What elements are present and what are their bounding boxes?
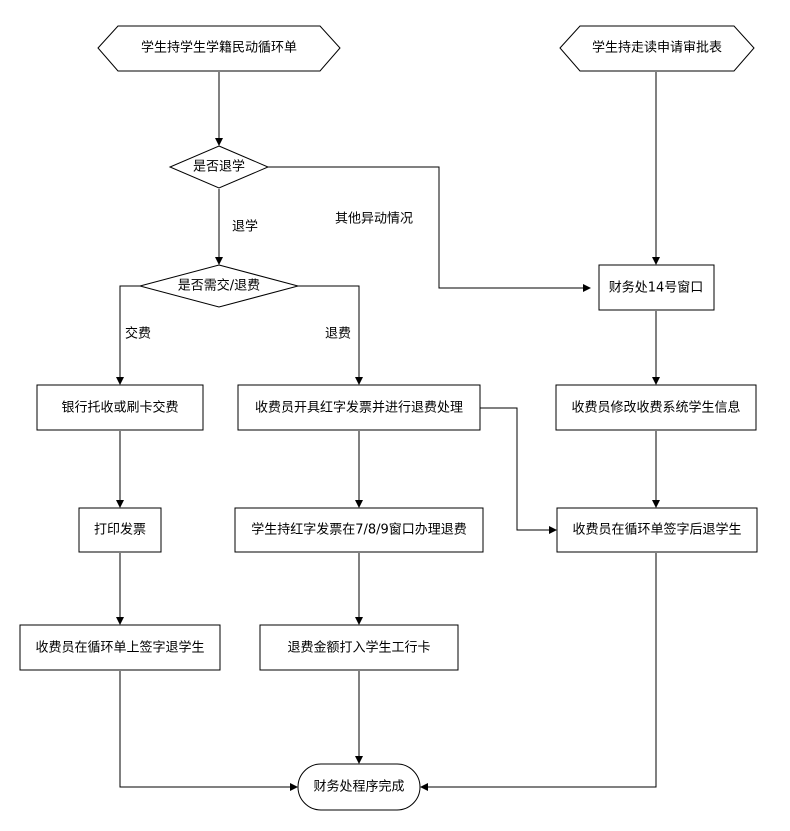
edge-pay-branch	[116, 285, 140, 385]
edge-label-other-changes: 其他异动情况	[335, 212, 413, 227]
edge-sign-form-to-end	[119, 671, 298, 791]
node-bank-payment: 银行托收或刷卡交费	[36, 384, 204, 431]
node-end: 财务处程序完成	[297, 763, 421, 811]
red-invoice-window-label: 学生持红字发票在7/8/9窗口办理退费	[251, 522, 467, 538]
edge-red-invoice-to-sign	[480, 407, 557, 534]
node-refund-to-card: 退费金额打入学生工行卡	[259, 624, 459, 671]
node-sign-after-withdraw: 收费员在循环单签字后退学生	[556, 507, 758, 553]
print-invoice-label: 打印发票	[94, 522, 146, 538]
node-red-invoice: 收费员开具红字发票并进行退费处理	[237, 384, 481, 431]
start-right-label: 学生持走读申请审批表	[592, 40, 722, 56]
start-left-label: 学生持学生学籍民动循环单	[141, 40, 297, 56]
node-sign-on-form: 收费员在循环单上签字退学生	[19, 624, 221, 671]
refund-to-card-label: 退费金额打入学生工行卡	[287, 640, 430, 656]
edge-label-pay: 交费	[125, 326, 151, 342]
edge-label-refund: 退费	[325, 327, 351, 342]
node-decision-pay-refund: 是否需交/退费	[138, 264, 300, 308]
window-14-label: 财务处14号窗口	[609, 280, 704, 296]
node-decision-withdraw: 是否退学	[168, 145, 270, 189]
node-window-14: 财务处14号窗口	[598, 264, 715, 311]
sign-after-withdraw-label: 收费员在循环单签字后退学生	[572, 522, 741, 538]
modify-info-label: 收费员修改收费系统学生信息	[571, 400, 740, 416]
sign-on-form-label: 收费员在循环单上签字退学生	[35, 640, 204, 656]
edge-sign-after-to-end	[420, 553, 657, 791]
edge-label-withdraw: 退学	[232, 219, 258, 235]
bank-payment-label: 银行托收或刷卡交费	[61, 400, 178, 416]
decision-pay-refund-label: 是否需交/退费	[178, 278, 260, 294]
edge-other-changes-to-window14	[268, 166, 591, 292]
node-start-left: 学生持学生学籍民动循环单	[97, 25, 341, 72]
decision-withdraw-label: 是否退学	[193, 159, 245, 175]
node-red-invoice-window: 学生持红字发票在7/8/9窗口办理退费	[234, 507, 484, 553]
node-start-right: 学生持走读申请审批表	[559, 25, 755, 72]
node-modify-info: 收费员修改收费系统学生信息	[555, 384, 757, 431]
red-invoice-label: 收费员开具红字发票并进行退费处理	[255, 400, 463, 416]
end-label: 财务处程序完成	[313, 779, 404, 795]
node-print-invoice: 打印发票	[78, 507, 162, 553]
edges	[116, 72, 660, 791]
edge-refund-branch	[298, 285, 363, 385]
